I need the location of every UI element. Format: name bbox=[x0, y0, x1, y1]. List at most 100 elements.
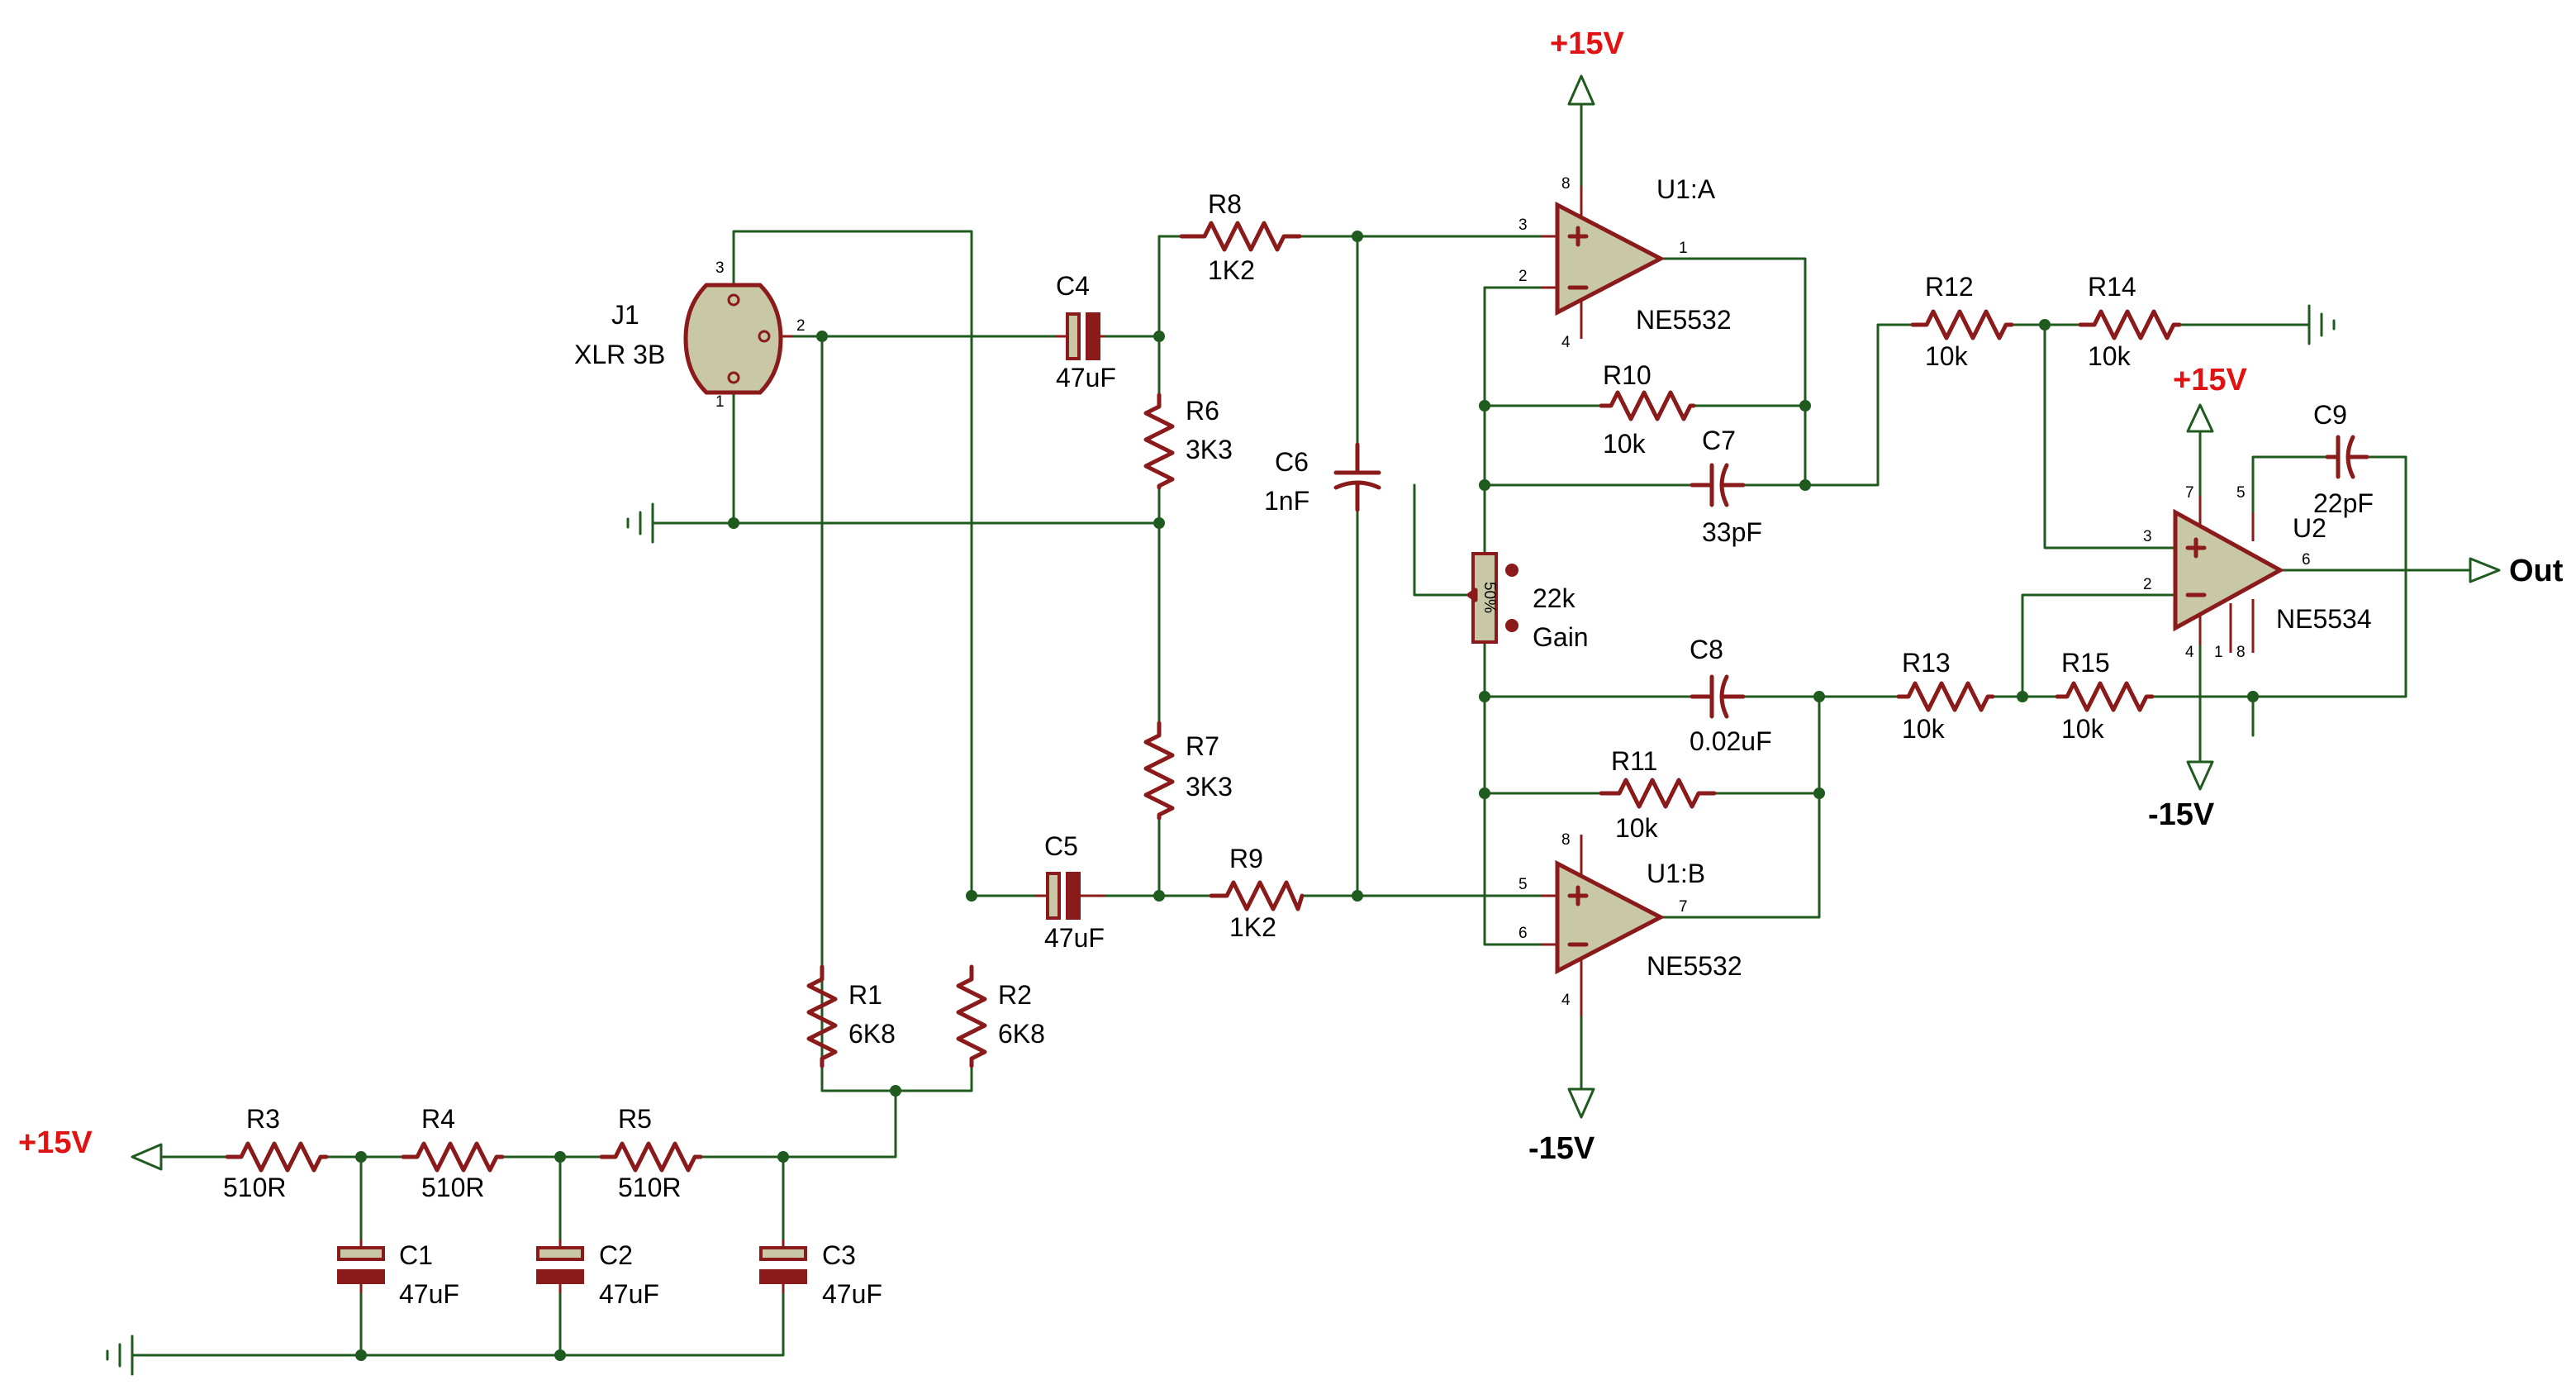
resistor-r15 bbox=[2055, 681, 2155, 712]
resistor-r1 bbox=[806, 964, 838, 1068]
power-arrow-u2-bottom bbox=[2186, 734, 2214, 791]
output-label: Out bbox=[2509, 554, 2564, 588]
r7-value: 3K3 bbox=[1186, 772, 1233, 802]
r5-value: 510R bbox=[618, 1173, 682, 1202]
power-arrow-u2-top bbox=[2186, 403, 2214, 433]
r9-value: 1K2 bbox=[1229, 912, 1276, 942]
r7-ref: R7 bbox=[1186, 731, 1219, 761]
c4-ref: C4 bbox=[1056, 271, 1090, 301]
c8-ref: C8 bbox=[1690, 635, 1723, 664]
r10-value: 10k bbox=[1603, 429, 1647, 459]
u1b-ref: U1:B bbox=[1647, 859, 1705, 888]
r8-ref: R8 bbox=[1208, 189, 1242, 219]
u1a-pin4: 4 bbox=[1561, 334, 1571, 351]
potentiometer-gain: 50% bbox=[1466, 552, 1519, 644]
r1-ref: R1 bbox=[848, 980, 882, 1010]
output-arrow bbox=[2469, 557, 2501, 583]
resistor-r8 bbox=[1179, 221, 1302, 252]
c1-ref: C1 bbox=[399, 1240, 433, 1270]
c5-value: 47uF bbox=[1044, 923, 1105, 953]
j1-pin1: 1 bbox=[715, 393, 725, 411]
c9-ref: C9 bbox=[2313, 400, 2347, 430]
resistor-r12 bbox=[1910, 309, 2014, 340]
resistor-r13 bbox=[1896, 681, 1995, 712]
u2-pin2: 2 bbox=[2143, 576, 2152, 593]
u1a-pin3: 3 bbox=[1519, 217, 1528, 234]
ground-symbol-bottom bbox=[106, 1335, 134, 1376]
j1-pin3: 3 bbox=[715, 259, 725, 277]
r12-ref: R12 bbox=[1925, 272, 1974, 302]
opamp-u1a bbox=[1541, 186, 1666, 339]
r9-ref: R9 bbox=[1229, 844, 1263, 873]
c7-value: 33pF bbox=[1702, 517, 1762, 547]
c6-value: 1nF bbox=[1264, 486, 1309, 516]
pot-body-label: 50% bbox=[1480, 582, 1498, 613]
resistor-r11 bbox=[1599, 778, 1717, 809]
u1b-pin5: 5 bbox=[1519, 876, 1528, 893]
resistor-r5 bbox=[599, 1141, 703, 1173]
c8-value: 0.02uF bbox=[1690, 726, 1772, 756]
c9-value: 22pF bbox=[2313, 488, 2374, 518]
r15-value: 10k bbox=[2061, 714, 2105, 744]
u1a-pin1: 1 bbox=[1679, 240, 1688, 257]
r6-ref: R6 bbox=[1186, 396, 1219, 426]
resistor-r3 bbox=[225, 1141, 329, 1173]
power-arrow-u1-top bbox=[1567, 74, 1595, 106]
opamp-u2 bbox=[2173, 496, 2285, 653]
u2-pin1: 1 bbox=[2214, 644, 2223, 661]
capacitor-c8 bbox=[1690, 674, 1746, 719]
capacitor-c1 bbox=[337, 1240, 385, 1293]
u1-supply-positive-label: +15V bbox=[1550, 26, 1624, 61]
pot-value: 22k bbox=[1533, 583, 1576, 613]
junctions bbox=[355, 231, 2259, 1361]
r4-ref: R4 bbox=[421, 1104, 455, 1134]
c1-value: 47uF bbox=[399, 1279, 459, 1309]
c7-ref: C7 bbox=[1702, 426, 1736, 455]
r8-value: 1K2 bbox=[1208, 255, 1255, 285]
r14-value: 10k bbox=[2088, 341, 2132, 371]
u1a-pin2: 2 bbox=[1519, 268, 1528, 285]
resistor-r4 bbox=[401, 1141, 505, 1173]
u1b-value: NE5532 bbox=[1647, 951, 1742, 981]
capacitor-c2 bbox=[536, 1240, 584, 1293]
r1-value: 6K8 bbox=[848, 1019, 896, 1049]
r13-value: 10k bbox=[1902, 714, 1946, 744]
j1-ref: J1 bbox=[611, 300, 639, 330]
r13-ref: R13 bbox=[1902, 648, 1951, 678]
capacitor-c7 bbox=[1690, 463, 1746, 507]
ground-symbol-r14 bbox=[2307, 304, 2336, 345]
u1b-pin8: 8 bbox=[1561, 831, 1571, 849]
u1a-pin8: 8 bbox=[1561, 175, 1571, 193]
u1b-pin6: 6 bbox=[1519, 925, 1528, 942]
c5-ref: C5 bbox=[1044, 831, 1078, 861]
resistor-r2 bbox=[956, 964, 987, 1068]
r10-ref: R10 bbox=[1603, 360, 1652, 390]
capacitor-c4 bbox=[1056, 312, 1105, 360]
r2-ref: R2 bbox=[998, 980, 1032, 1010]
r3-value: 510R bbox=[223, 1173, 287, 1202]
u2-ref: U2 bbox=[2293, 513, 2326, 543]
u2-supply-negative-label: -15V bbox=[2148, 797, 2215, 832]
ground-symbol-top bbox=[626, 502, 654, 544]
u2-pin7: 7 bbox=[2185, 484, 2194, 502]
c3-ref: C3 bbox=[822, 1240, 856, 1270]
r14-ref: R14 bbox=[2088, 272, 2136, 302]
c3-value: 47uF bbox=[822, 1279, 882, 1309]
labels: J1 XLR 3B 3 2 1 C4 47uF C5 47uF R8 1K2 R… bbox=[18, 26, 2564, 1309]
j1-value: XLR 3B bbox=[574, 340, 665, 369]
resistor-r9 bbox=[1209, 880, 1305, 911]
r15-ref: R15 bbox=[2061, 648, 2110, 678]
u2-pin6: 6 bbox=[2302, 551, 2311, 569]
xlr-connector-j1 bbox=[683, 283, 793, 395]
u2-value: NE5534 bbox=[2276, 604, 2372, 634]
resistor-r6 bbox=[1143, 393, 1175, 490]
c4-value: 47uF bbox=[1056, 363, 1116, 393]
capacitor-c6 bbox=[1333, 442, 1381, 512]
capacitor-c5 bbox=[1035, 872, 1105, 920]
r4-value: 510R bbox=[421, 1173, 485, 1202]
pot-name: Gain bbox=[1533, 622, 1589, 652]
u2-supply-positive-label: +15V bbox=[2173, 363, 2247, 397]
u1-supply-negative-label: -15V bbox=[1528, 1131, 1595, 1166]
u2-pin5: 5 bbox=[2236, 484, 2246, 502]
